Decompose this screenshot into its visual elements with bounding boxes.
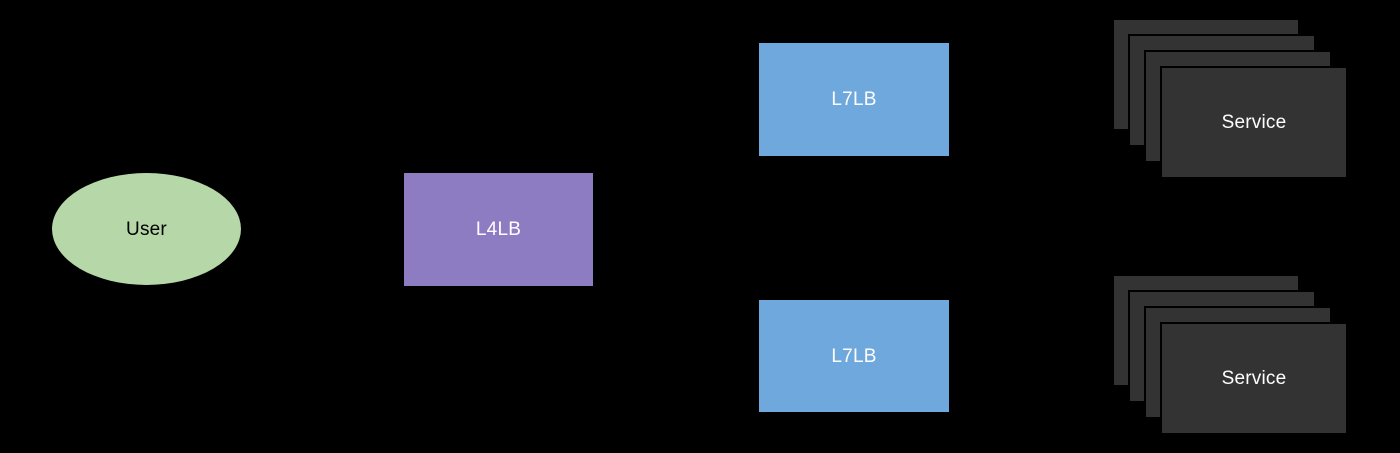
node-l7lb-top: L7LB — [759, 43, 949, 156]
node-service-bottom-label: Service — [1221, 368, 1287, 389]
node-user-label: User — [126, 218, 167, 240]
service-stack-front: Service — [1160, 322, 1348, 435]
node-l4lb-label: L4LB — [475, 219, 522, 240]
node-l4lb: L4LB — [404, 173, 593, 286]
node-l7lb-top-label: L7LB — [831, 89, 877, 110]
node-user: User — [52, 173, 241, 285]
node-service-bottom: Service — [1112, 274, 1348, 435]
node-l7lb-bottom-label: L7LB — [831, 345, 877, 367]
node-l7lb-bottom: L7LB — [759, 300, 949, 412]
node-service-top: Service — [1112, 18, 1348, 179]
service-stack-front: Service — [1160, 66, 1348, 179]
node-service-top-label: Service — [1221, 112, 1287, 133]
